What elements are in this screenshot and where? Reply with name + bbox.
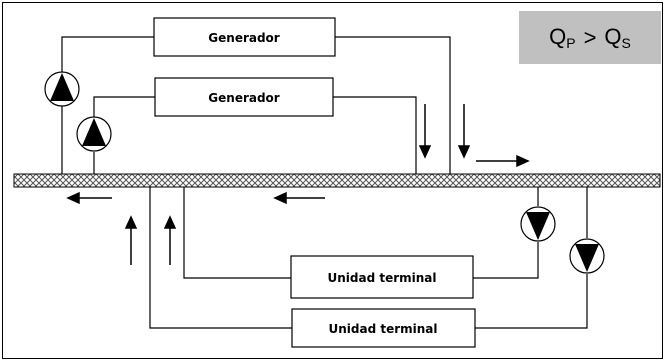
generator-2-label: Generador <box>208 91 280 105</box>
flow-arrow-icon <box>418 104 432 159</box>
secondary-flow-symbol: QS <box>604 24 631 51</box>
generator-1-circuit <box>61 36 451 174</box>
generator-1-box <box>153 17 336 57</box>
flow-relation-badge: QP > QS <box>519 11 661 64</box>
generator-1-label: Generador <box>208 31 280 45</box>
flow-arrow-icon <box>124 215 138 265</box>
terminal-2-circuit <box>149 187 588 329</box>
generator-2-box <box>154 77 334 117</box>
terminal-2-box <box>291 308 476 348</box>
pump-down-icon <box>569 238 605 274</box>
relation-operator: > <box>583 24 597 50</box>
primary-flow-symbol: QP <box>549 24 576 51</box>
diagram-frame <box>2 2 663 359</box>
pump-down-icon <box>520 206 556 242</box>
terminal-1-box <box>290 255 474 299</box>
pump-up-icon <box>76 116 112 152</box>
generator-2-circuit <box>93 96 417 174</box>
flow-arrow-icon <box>476 154 530 168</box>
terminal-1-circuit <box>183 187 539 279</box>
terminal-2-label: Unidad terminal <box>328 322 437 336</box>
flow-arrow-icon <box>163 215 177 265</box>
collector-header <box>13 173 661 188</box>
terminal-1-label: Unidad terminal <box>327 271 436 285</box>
pump-up-icon <box>44 71 80 107</box>
flow-arrow-icon <box>457 104 471 159</box>
flow-arrow-icon <box>66 191 112 205</box>
flow-arrow-icon <box>273 191 325 205</box>
